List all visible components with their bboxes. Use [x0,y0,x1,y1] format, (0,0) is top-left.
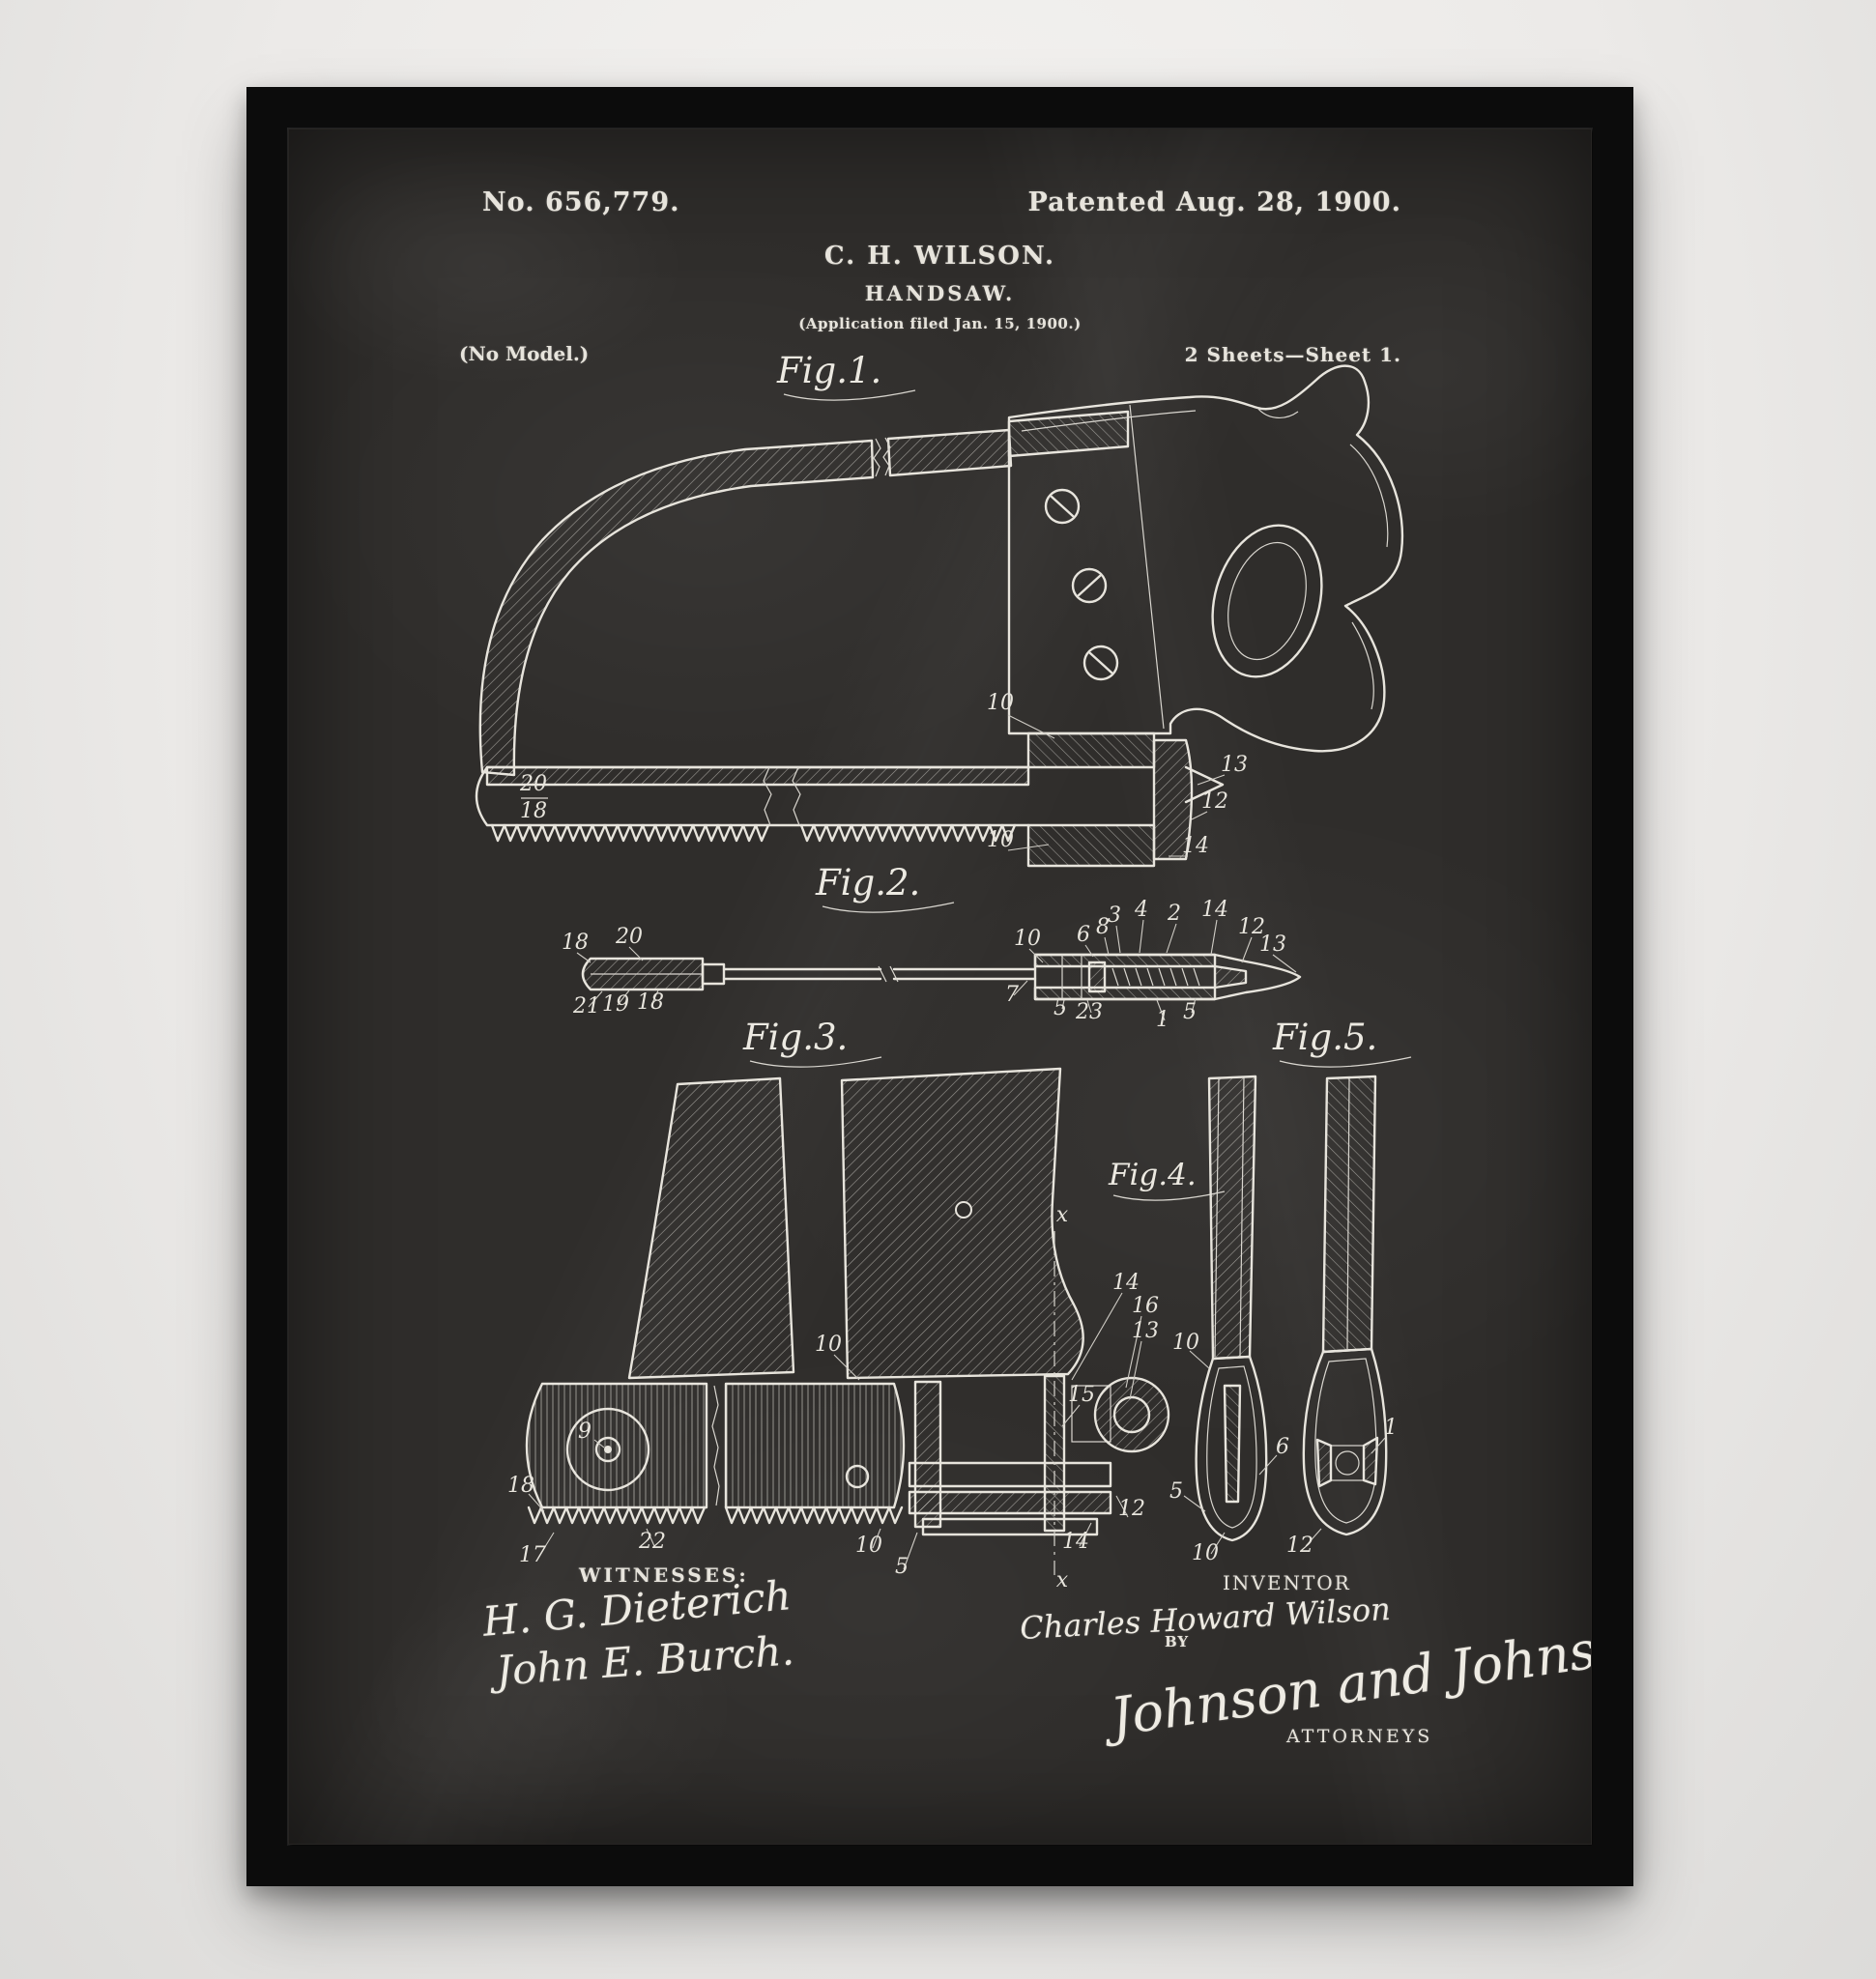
ref-numeral: 6 [1077,923,1090,947]
saw-blade [475,765,1030,843]
fig2-label: Fig.2. [815,862,920,903]
blade-teeth [527,1506,707,1525]
ref-numeral: 8 [1096,915,1110,939]
ref-numeral: 10 [987,691,1014,715]
spine-continuation [886,428,1013,477]
ref-numeral: 4 [1134,898,1148,922]
saw-bow-spine [478,439,875,777]
ref-numeral: 19 [602,992,629,1017]
ref-numeral: 10 [815,1333,842,1357]
ref-numeral: 14 [1201,898,1228,922]
fig1-label: Fig.1. [776,350,881,391]
handle-socket [1007,410,1130,458]
ref-numeral: 13 [1221,753,1248,777]
ref-numeral: 10 [1172,1331,1199,1355]
ref-numeral: 5 [1169,1479,1183,1504]
ref-numeral: 23 [1075,1000,1103,1024]
fig4-label: Fig.4. [1108,1158,1197,1192]
ref-numeral: 10 [1192,1541,1219,1565]
handle-screws [1044,488,1119,681]
inventor-name-heading: C. H. WILSON. [823,242,1056,271]
ref-numeral: 7 [1005,983,1019,1007]
clamp-knob [1093,1376,1170,1453]
inventor-heading: INVENTOR [1223,1571,1351,1594]
ref-numeral: 5 [1183,1000,1197,1024]
fig5-spine-strip: 1 12 [1286,1075,1398,1558]
ref-numeral: 18 [637,990,664,1015]
ref-numeral: 12 [1201,789,1228,814]
ref-numeral: 13 [1132,1319,1159,1343]
ref-numeral: 14 [1182,834,1209,858]
blade-section [722,967,1037,981]
picture-frame: No. 656,779. Patented Aug. 28, 1900. C. … [246,87,1633,1886]
attorneys-label: ATTORNEYS [1286,1726,1433,1747]
clamp-stack [908,1374,1170,1536]
ref-numeral: 21 [572,994,600,1018]
ref-numeral: 12 [1238,915,1265,939]
ref-numeral: 20 [519,772,547,796]
fig5-ref-numerals: 1 12 [1286,1416,1398,1558]
ref-numeral: 13 [1259,932,1286,957]
blade-teeth [724,1506,904,1525]
handle-cheek-piece [627,1076,795,1380]
blade-roller-block-middle [711,1382,906,1525]
saw-handle-outline [1007,364,1404,753]
ref-numeral: 14 [1112,1271,1140,1295]
application-filed-line: (Application filed Jan. 15, 1900.) [798,315,1082,332]
ref-numeral: 22 [638,1530,666,1554]
handle-boot-piece [840,1067,1084,1380]
fig1-handsaw-side-view: 10 13 12 14 10 20 18 [475,364,1404,868]
ref-numeral: 18 [562,931,589,955]
ref-numeral: 16 [1132,1294,1159,1318]
witnesses-heading: WITNESSES: [579,1563,749,1587]
sheet-info: 2 Sheets—Sheet 1. [1184,343,1401,366]
blade-teeth [490,823,770,843]
ref-numeral: 18 [507,1474,534,1498]
ref-numeral: 1 [1384,1416,1398,1440]
patent-date: Patented Aug. 28, 1900. [1027,187,1401,217]
ref-numeral: 18 [520,799,547,823]
patent-poster: No. 656,779. Patented Aug. 28, 1900. C. … [289,129,1591,1844]
ref-numeral: x [1056,1568,1069,1592]
fig3-label: Fig.3. [742,1017,848,1058]
ref-numeral: 12 [1118,1497,1145,1521]
ref-numeral: 1 [1156,1008,1169,1032]
ref-numeral: 20 [615,925,643,949]
ref-numeral: 12 [1286,1534,1313,1558]
grip-hole [1211,524,1323,678]
ref-numeral: 10 [855,1534,882,1558]
ref-numeral: 14 [1062,1530,1089,1554]
ref-numeral: x [1056,1203,1069,1227]
ref-numeral: 3 [1108,903,1121,928]
by-label: BY [1165,1633,1190,1650]
ref-numeral: 10 [1014,927,1041,951]
ref-numeral: 17 [519,1543,546,1567]
figure-titles: Fig.1. Fig.2. Fig.3. Fig.5. Fig.4. [742,350,1412,1201]
clamp-section [1033,953,1302,1001]
blade-teeth [799,823,1017,843]
ref-numeral: 5 [895,1555,909,1579]
ref-numeral: 5 [1053,996,1067,1020]
fig4-ref-numerals: 10 6 5 10 [1169,1331,1289,1565]
ref-numeral: 6 [1276,1435,1289,1459]
no-model-label: (No Model.) [459,342,590,365]
blade-roller-block-left [525,1382,708,1525]
ref-numeral: 2 [1167,902,1181,926]
fig4-spine-strip: 10 6 5 10 [1169,1075,1289,1565]
pivot-hole [955,1201,972,1219]
patent-title: HANDSAW. [864,281,1016,305]
patent-number: No. 656,779. [482,187,680,217]
patent-drawing-sheet: Fig.1. Fig.2. Fig.3. Fig.5. Fig.4. [475,350,1412,1592]
fig5-label: Fig.5. [1272,1017,1377,1058]
ref-numeral: 10 [987,828,1014,852]
fig1-ref-numerals: 10 13 12 14 10 20 18 [519,691,1248,858]
blade-clamp-assembly [1026,731,1225,868]
ref-numeral: 9 [578,1420,592,1444]
ref-numeral: 15 [1068,1383,1095,1407]
